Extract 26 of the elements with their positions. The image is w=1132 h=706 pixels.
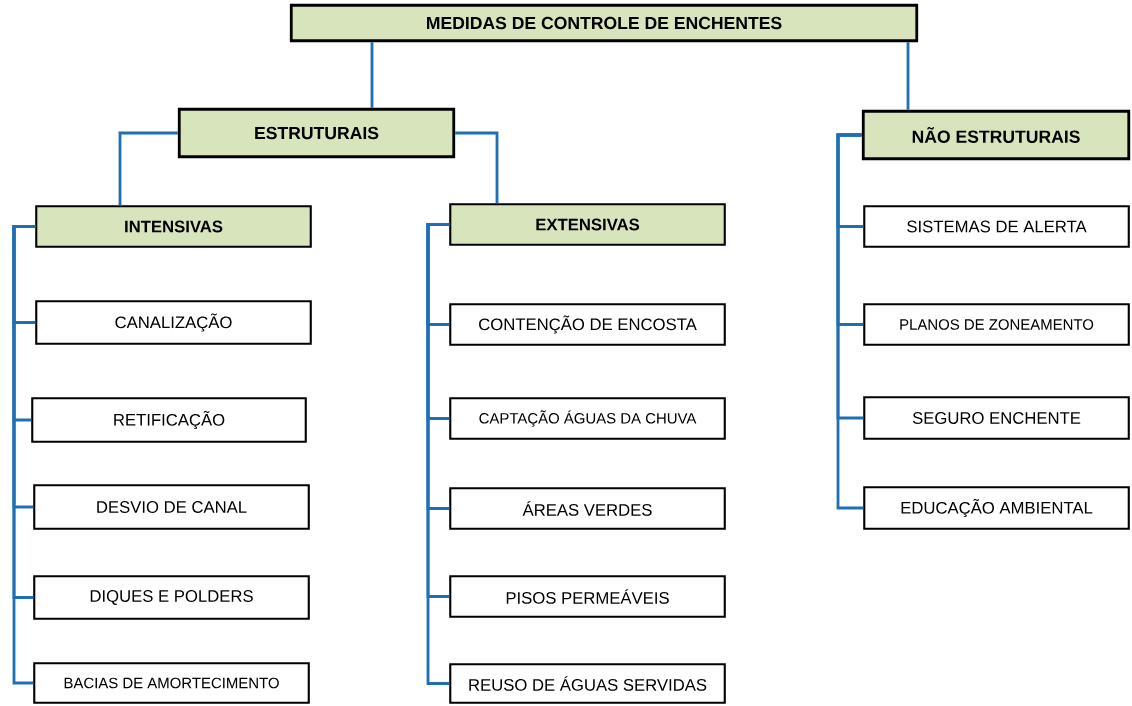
connector-line: [906, 42, 910, 110]
category-box: INTENSIVAS: [35, 205, 312, 248]
category-box: ESTRUTURAIS: [177, 107, 456, 159]
connector-line: [370, 42, 374, 108]
measure-box: BACIAS DE AMORTECIMENTO: [33, 662, 310, 704]
measure-box: SISTEMAS DE ALERTA: [863, 205, 1130, 248]
category-box: NÃO ESTRUTURAIS: [861, 109, 1131, 161]
category-box: EXTENSIVAS: [449, 203, 726, 246]
measure-box: ÁREAS VERDES: [449, 487, 726, 530]
measure-box: EDUCAÇÃO AMBIENTAL: [863, 486, 1130, 530]
connector-line: [455, 131, 499, 204]
category-box: MEDIDAS DE CONTROLE DE ENCHENTES: [289, 3, 919, 43]
connector-line: [118, 131, 178, 206]
measure-box: SEGURO ENCHENTE: [863, 396, 1130, 440]
measure-box: PLANOS DE ZONEAMENTO: [863, 303, 1130, 346]
measure-box: DIQUES E POLDERS: [33, 575, 310, 620]
measure-box: CONTENÇÃO DE ENCOSTA: [449, 303, 726, 346]
measure-box: CANALIZAÇÃO: [35, 300, 312, 345]
measure-box: CAPTAÇÃO ÁGUAS DA CHUVA: [449, 397, 726, 440]
connector-line: [836, 133, 864, 510]
measure-box: REUSO DE ÁGUAS SERVIDAS: [449, 663, 726, 704]
measure-box: PISOS PERMEÁVEIS: [449, 575, 726, 618]
connector-line: [426, 223, 450, 685]
measure-box: RETIFICAÇÃO: [31, 397, 307, 443]
connector-line: [12, 225, 36, 685]
measure-box: DESVIO DE CANAL: [33, 484, 310, 530]
